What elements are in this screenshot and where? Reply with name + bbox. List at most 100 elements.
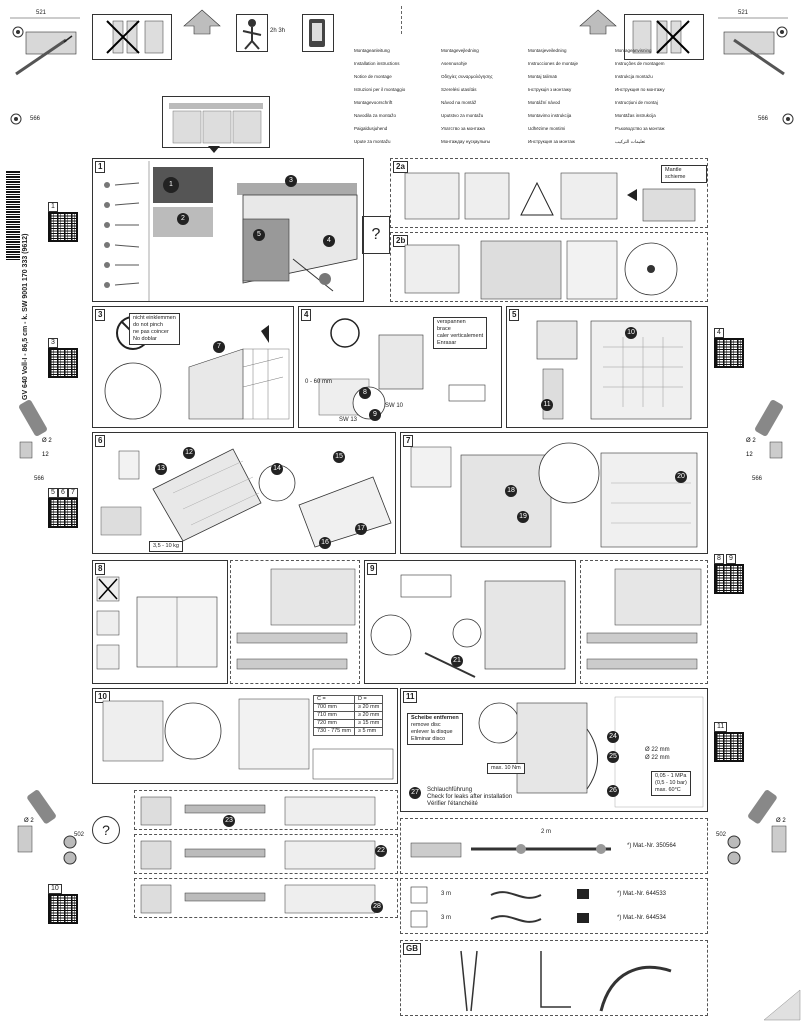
language-entry: Uputstvo za montažu <box>441 113 484 118</box>
screw-icon-right <box>782 113 794 125</box>
barcode <box>6 170 20 260</box>
callout-11: 11 <box>541 399 553 411</box>
dim-side-left: 566 <box>30 116 41 122</box>
callout-27: 27 <box>409 787 421 799</box>
language-entry: Udhëzime montimi <box>528 126 566 131</box>
language-entry: Інструкція з монтажу <box>528 87 572 92</box>
qr-label-3: 3 <box>48 338 58 348</box>
qr-label-4: 4 <box>714 328 724 338</box>
panel-number: 5 <box>509 309 520 321</box>
language-entry: Ръководство за монтаж <box>615 126 665 131</box>
panel-2b-drawing <box>404 240 678 300</box>
panel-number: 2b <box>393 235 409 247</box>
callout-8: 8 <box>359 387 371 399</box>
wrench-person-icon <box>242 19 262 50</box>
p4-warning-line-3: caler verticalement <box>437 333 484 339</box>
cell: ≥ 15 mm <box>353 719 384 728</box>
callout-10: 10 <box>625 327 637 339</box>
callout-26: 26 <box>607 785 619 797</box>
language-entry: Istruzioni per il montaggio <box>354 87 406 92</box>
qr-label-9: 9 <box>726 554 736 564</box>
language-entry: Οδηγίες συναρμολόγησης <box>441 74 493 79</box>
language-entry: Notice de montage <box>354 74 392 79</box>
language-entry: Montaj talimatı <box>528 74 558 79</box>
panel-9-detail <box>580 560 708 684</box>
corner-drill-left-svg <box>10 17 80 76</box>
callout-4: 4 <box>323 235 335 247</box>
callout-5: 5 <box>253 229 265 241</box>
dim-side-right2: 566 <box>752 476 763 482</box>
language-entry: Paigaldusjuhend <box>354 126 388 131</box>
p11-pressure-2: (0,5 - 10 bar) <box>655 780 687 786</box>
callout-15: 15 <box>333 451 345 463</box>
panel-8-detail-drawing <box>236 568 356 670</box>
p11-dim-1: Ø 22 mm <box>645 747 670 753</box>
question-circle: ? <box>92 816 120 844</box>
p11-pressure: 0,05 - 1 MPa (0,5 - 10 bar) max. 60°C <box>651 771 691 796</box>
ext-mat-3: *) Mat.-Nr. 644534 <box>617 915 667 921</box>
ext-mat-1: *) Mat.-Nr. 350564 <box>627 843 677 849</box>
language-entry: Návod na montáž <box>441 100 477 105</box>
table-row: 720 mm≥ 15 mm <box>313 719 384 728</box>
language-entry: Montasjeveiledning <box>528 48 567 53</box>
dim-bottom-right: 502 <box>716 832 727 838</box>
dim-top-left: 521 <box>36 10 47 16</box>
svg-text:Ø 2: Ø 2 <box>24 818 34 824</box>
wrong-installation-box-right <box>624 14 704 60</box>
cable-drawing <box>410 886 589 928</box>
ext-mat-2: *) Mat.-Nr. 644533 <box>617 891 667 897</box>
p10-th-d: D = <box>353 695 384 704</box>
panel-3-drawing <box>104 316 290 420</box>
p11-max: max. 10 Nm <box>487 763 525 774</box>
panel-number: 3 <box>95 309 106 321</box>
panel-10-drawing <box>102 698 394 780</box>
crossed-panels-icon <box>106 20 164 54</box>
language-entry: Instrucciones de montaje <box>528 61 579 66</box>
panel-10-option-2: 22 <box>134 834 398 874</box>
language-entry: Инструкция по монтажу <box>615 87 665 92</box>
drill-icon-bottom-right: Ø 2 <box>727 790 786 865</box>
qr-label-1: 1 <box>48 202 58 212</box>
table-row: 730 - 775 mm≥ 5 mm <box>313 727 384 736</box>
language-entry: Упатство за монтажа <box>441 126 485 131</box>
top-right-corner-diagram: 521 <box>714 6 794 76</box>
panel-number: GB <box>403 943 421 955</box>
p6-weight: 3,5 - 10 kg <box>149 541 183 552</box>
p2a-label: Mantle schieme <box>661 165 707 183</box>
panel-number: 4 <box>301 309 312 321</box>
p3-warning-line-1: nicht einklemmen <box>133 315 176 321</box>
panel-number: 11 <box>403 691 418 703</box>
panel-number: 7 <box>403 435 414 447</box>
option-3-drawing <box>140 884 376 914</box>
up-arrow-icon-left <box>183 9 221 35</box>
installer-icon <box>236 14 268 52</box>
qr-label-11: 11 <box>714 722 728 732</box>
up-arrow-icon-right <box>579 9 617 35</box>
language-entry: Montageanvisning <box>615 48 652 53</box>
crossed-panels-icon-right <box>632 20 690 54</box>
qr-label-8: 8 <box>714 554 724 564</box>
cell: 710 mm <box>313 711 355 720</box>
drill-icon-bottom-left: Ø 2 <box>17 790 77 865</box>
callout-21: 21 <box>451 655 463 667</box>
panel-2b: 2b <box>390 232 708 302</box>
p10-th-c: C = <box>313 695 355 704</box>
p4-sw13: SW 13 <box>339 417 358 423</box>
p3-warning-box: nicht einklemmen do not pinch ne pas coi… <box>129 313 180 345</box>
cell: 700 mm <box>313 703 355 712</box>
svg-text:12: 12 <box>746 452 753 458</box>
option-2-drawing <box>140 840 376 870</box>
qr-label-10: 10 <box>48 884 62 894</box>
p4-warning-line-2: brace <box>437 326 451 332</box>
p10-dimension-table: C = D = 700 mm≥ 20 mm 710 mm≥ 20 mm 720 … <box>313 695 384 736</box>
corner-drill-right-svg <box>718 17 788 76</box>
p10-table-header: C = D = <box>313 695 384 704</box>
panel-number: 6 <box>95 435 106 447</box>
panel-gb-drawing <box>460 950 672 1012</box>
panel-7: 7 18 19 20 <box>400 432 708 554</box>
dim-side-left2: 566 <box>34 476 45 482</box>
p11-disc-line-2: remove disc <box>411 722 441 728</box>
qr-label-7: 7 <box>68 488 78 498</box>
cell: ≥ 20 mm <box>353 703 384 712</box>
